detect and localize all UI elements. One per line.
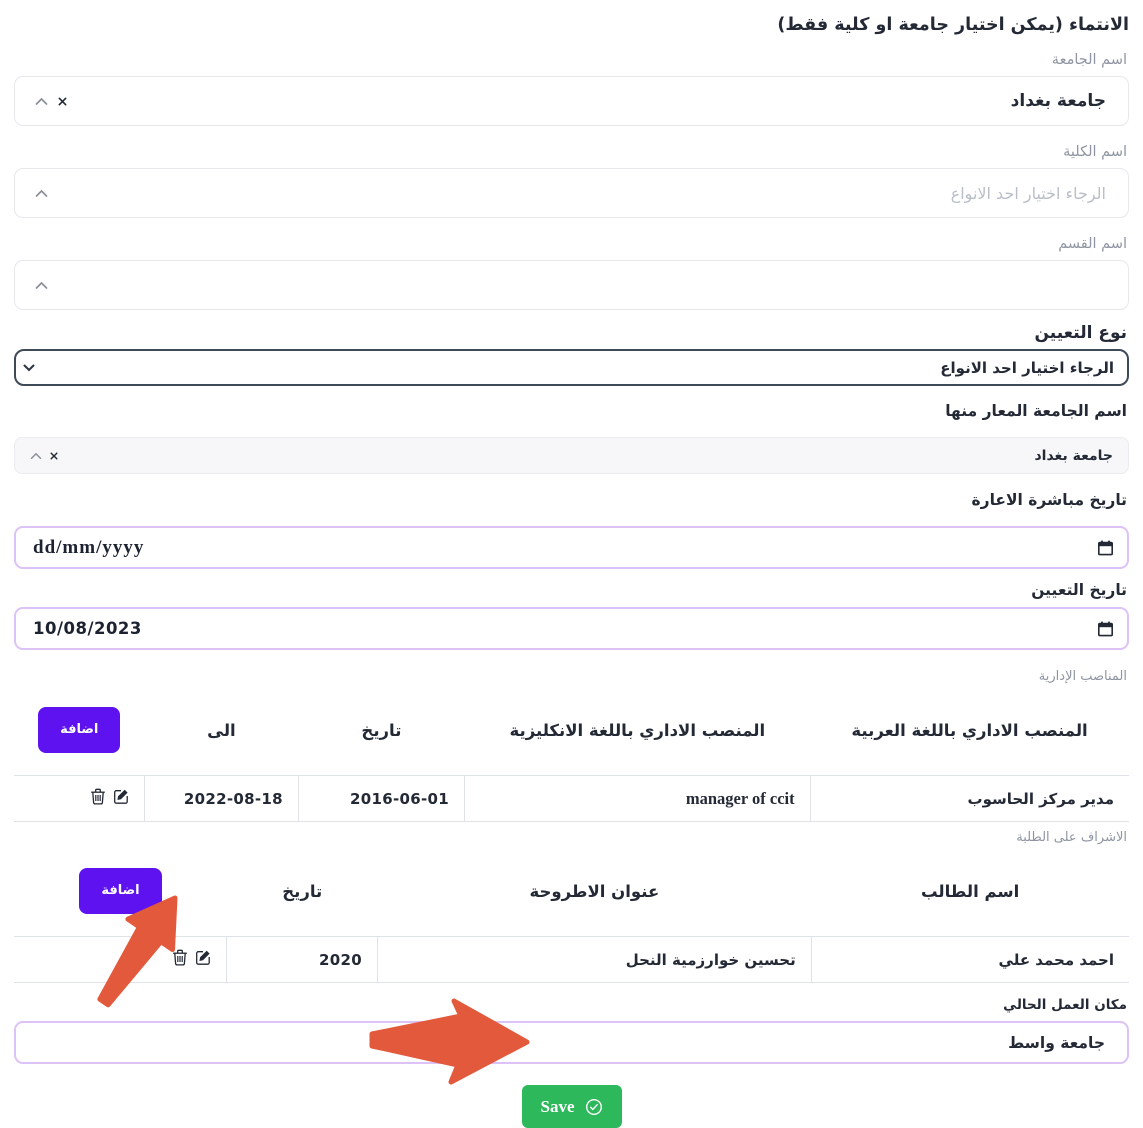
appointment-date-input[interactable]: 10/08/2023 xyxy=(14,607,1129,650)
header-position-en: المنصب الاداري باللغة الانكليزية xyxy=(509,720,766,740)
current-workplace-label: مكان العمل الحالي xyxy=(1003,997,1127,1013)
university-select[interactable]: جامعة بغداد xyxy=(14,76,1129,126)
department-label: اسم القسم xyxy=(1058,236,1127,252)
header-to: الى xyxy=(207,720,236,740)
college-select-placeholder: الرجاء اختيار احد الانواع xyxy=(950,183,1106,203)
loaned-university-select-value: جامعة بغداد xyxy=(1034,447,1113,464)
loan-start-date-value: dd/mm/yyyy xyxy=(33,536,145,558)
calendar-icon[interactable] xyxy=(1097,540,1114,556)
header-actions: اضافة xyxy=(14,846,227,937)
university-label: اسم الجامعة xyxy=(1051,52,1127,68)
clear-icon[interactable] xyxy=(50,451,58,460)
appointment-date-value: 10/08/2023 xyxy=(33,619,142,638)
delete-icon[interactable] xyxy=(172,949,188,966)
page-title: الانتماء (يمكن اختيار جامعة او كلية فقط) xyxy=(777,15,1129,35)
calendar-icon[interactable] xyxy=(1097,621,1114,637)
add-position-button[interactable]: اضافة xyxy=(38,707,121,753)
chevron-down-icon xyxy=(23,351,35,384)
loaned-university-label: اسم الجامعة المعار منها xyxy=(945,402,1127,420)
save-button-label: Save xyxy=(540,1096,575,1116)
cell-position-ar: مدير مركز الحاسوب xyxy=(809,775,1129,822)
cell-to: 2022-08-18 xyxy=(144,775,299,822)
university-select-value: جامعة بغداد xyxy=(1010,91,1106,111)
cell-position-en: manager of ccit xyxy=(463,775,811,822)
admin-positions-header-row: المنصب الاداري باللغة العربية المنصب الا… xyxy=(14,685,1129,776)
cell-student-name: احمد محمد علي xyxy=(810,936,1129,983)
current-workplace-value: جامعة واسط xyxy=(1008,1033,1105,1052)
admin-positions-section-label: المناصب الإدارية xyxy=(1038,669,1127,684)
current-workplace-input[interactable]: جامعة واسط xyxy=(14,1021,1129,1064)
check-circle-icon xyxy=(585,1098,603,1116)
cell-date: 2016-06-01 xyxy=(297,775,465,822)
clear-icon[interactable] xyxy=(58,97,67,106)
table-row: مدير مركز الحاسوب manager of ccit 2016-0… xyxy=(14,775,1129,822)
header-thesis-title: عنوان الاطروحة xyxy=(529,881,660,901)
appointment-type-select[interactable]: الرجاء اختيار احد الانواع xyxy=(14,349,1129,386)
header-actions: اضافة xyxy=(14,685,145,776)
college-select[interactable]: الرجاء اختيار احد الانواع xyxy=(14,168,1129,218)
delete-icon[interactable] xyxy=(90,788,106,805)
college-label: اسم الكلية xyxy=(1063,144,1127,160)
supervision-table: اسم الطالب عنوان الاطروحة تاريخ اضافة اح… xyxy=(14,846,1129,983)
appointment-date-label: تاريخ التعيين xyxy=(1031,581,1127,599)
loaned-university-select[interactable]: جامعة بغداد xyxy=(14,437,1129,474)
cell-date: 2020 xyxy=(226,936,378,983)
loan-start-date-label: تاريخ مباشرة الاعارة xyxy=(971,491,1127,509)
add-student-button[interactable]: اضافة xyxy=(79,868,162,914)
department-select[interactable] xyxy=(14,260,1129,310)
cell-actions xyxy=(14,775,145,822)
supervision-section-label: الاشراف على الطلبة xyxy=(1016,830,1127,845)
appointment-type-label: نوع التعيين xyxy=(1034,323,1128,343)
admin-positions-table: المنصب الاداري باللغة العربية المنصب الا… xyxy=(14,685,1129,822)
header-date: تاريخ xyxy=(282,881,323,901)
loan-start-date-input[interactable]: dd/mm/yyyy xyxy=(14,526,1129,569)
chevron-up-icon[interactable] xyxy=(35,189,48,198)
supervision-header-row: اسم الطالب عنوان الاطروحة تاريخ اضافة xyxy=(14,846,1129,937)
header-student-name: اسم الطالب xyxy=(920,881,1020,901)
table-row: احمد محمد علي تحسين خوارزمية النحل 2020 xyxy=(14,936,1129,983)
cell-thesis-title: تحسين خوارزمية النحل xyxy=(377,936,812,983)
cell-actions xyxy=(14,936,227,983)
chevron-up-icon[interactable] xyxy=(35,281,48,290)
edit-icon[interactable] xyxy=(113,788,129,805)
appointment-type-select-value: الرجاء اختيار احد الانواع xyxy=(940,358,1114,377)
chevron-up-icon[interactable] xyxy=(35,97,48,106)
save-button[interactable]: Save xyxy=(521,1085,622,1128)
edit-icon[interactable] xyxy=(195,949,211,966)
header-date: تاريخ xyxy=(361,720,402,740)
header-position-ar: المنصب الاداري باللغة العربية xyxy=(851,720,1088,740)
chevron-up-icon[interactable] xyxy=(30,452,42,460)
